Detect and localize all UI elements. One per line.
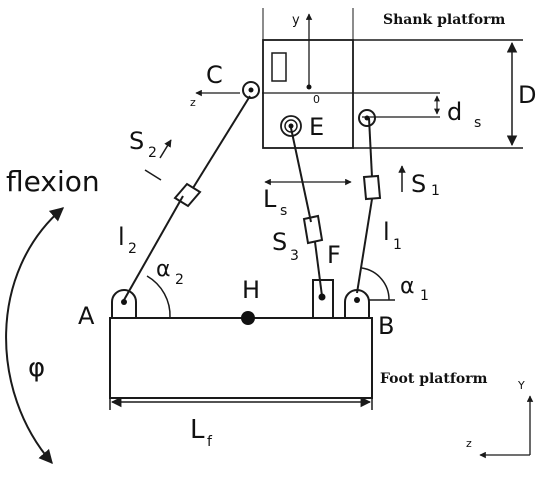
point-F-label: F [327,241,341,269]
leg-l1-actuator [362,174,382,201]
D-label: D [518,81,536,109]
global-y-label: Y [517,379,525,392]
Lf-subscript: f [207,434,213,450]
joint-C [242,81,260,99]
joint-B-center [354,297,360,303]
alpha2-subscript: 2 [175,272,184,288]
S1-subscript: 1 [431,183,440,199]
joint-B-bracket [344,289,370,318]
Ls-label: L [263,185,277,213]
l1-subscript: 1 [393,237,402,253]
leg-l2-actuator [173,182,202,208]
point-B-label: B [378,312,394,340]
leg-l2-lower-rod [123,195,184,301]
S3-subscript: 3 [290,248,299,264]
l2-subscript: 2 [128,241,137,257]
shank-platform [262,39,354,149]
alpha2-label: α [156,257,171,282]
phi-label: φ [28,353,45,383]
alpha1-arc [361,267,390,301]
Ls-subscript: s [280,203,287,219]
foot-platform [109,317,373,399]
joint-E-center [288,123,294,129]
point-H-label: H [242,276,260,304]
Lf-label: L [190,415,205,445]
joint-A-center [121,299,127,305]
leg-S3-upper-rod [290,127,312,223]
ds-label: d [447,98,462,126]
joint-A-bracket [111,289,137,318]
shank-origin-dot [306,84,312,90]
shank-origin-label: 0 [313,93,320,106]
joint-shank-right [358,109,376,127]
slider-F-pin [318,293,326,301]
point-E-label: E [309,113,324,141]
S3-label: S [272,228,287,256]
S1-label: S [411,170,426,198]
S2-label: S [129,127,144,155]
shank-y-label: y [292,13,300,28]
shank-z-label: z [190,96,196,109]
ds-subscript: s [474,115,481,131]
leg-l2-upper-rod [192,95,251,189]
shank-platform-label: Shank platform [383,12,505,28]
l2-label: l [118,223,125,251]
leg-l1-lower-rod [356,198,373,294]
flexion-label: flexion [6,165,100,198]
flexion-arc [5,207,65,465]
point-H-marker [241,311,255,325]
slider-F [312,279,334,319]
S2-bar [144,169,162,181]
leg-S3-actuator [302,214,324,245]
joint-shank-right-center [364,115,370,121]
global-z-label: z [466,437,472,450]
point-C-label: C [206,61,223,89]
shank-marker-rect [271,52,287,82]
point-A-label: A [78,302,95,330]
S2-arrow [159,139,172,159]
alpha1-subscript: 1 [420,288,429,304]
leg-l1-upper-rod [368,117,373,178]
joint-E-outer [280,115,302,137]
alpha1-label: α [400,274,415,299]
joint-E-inner [284,119,298,133]
alpha2-arc [146,275,171,319]
joint-C-center [248,87,254,93]
l1-label: l [383,218,390,246]
leg-S3-lower-rod [314,241,323,297]
S2-subscript: 2 [148,145,157,161]
foot-platform-label: Foot platform [380,371,488,387]
